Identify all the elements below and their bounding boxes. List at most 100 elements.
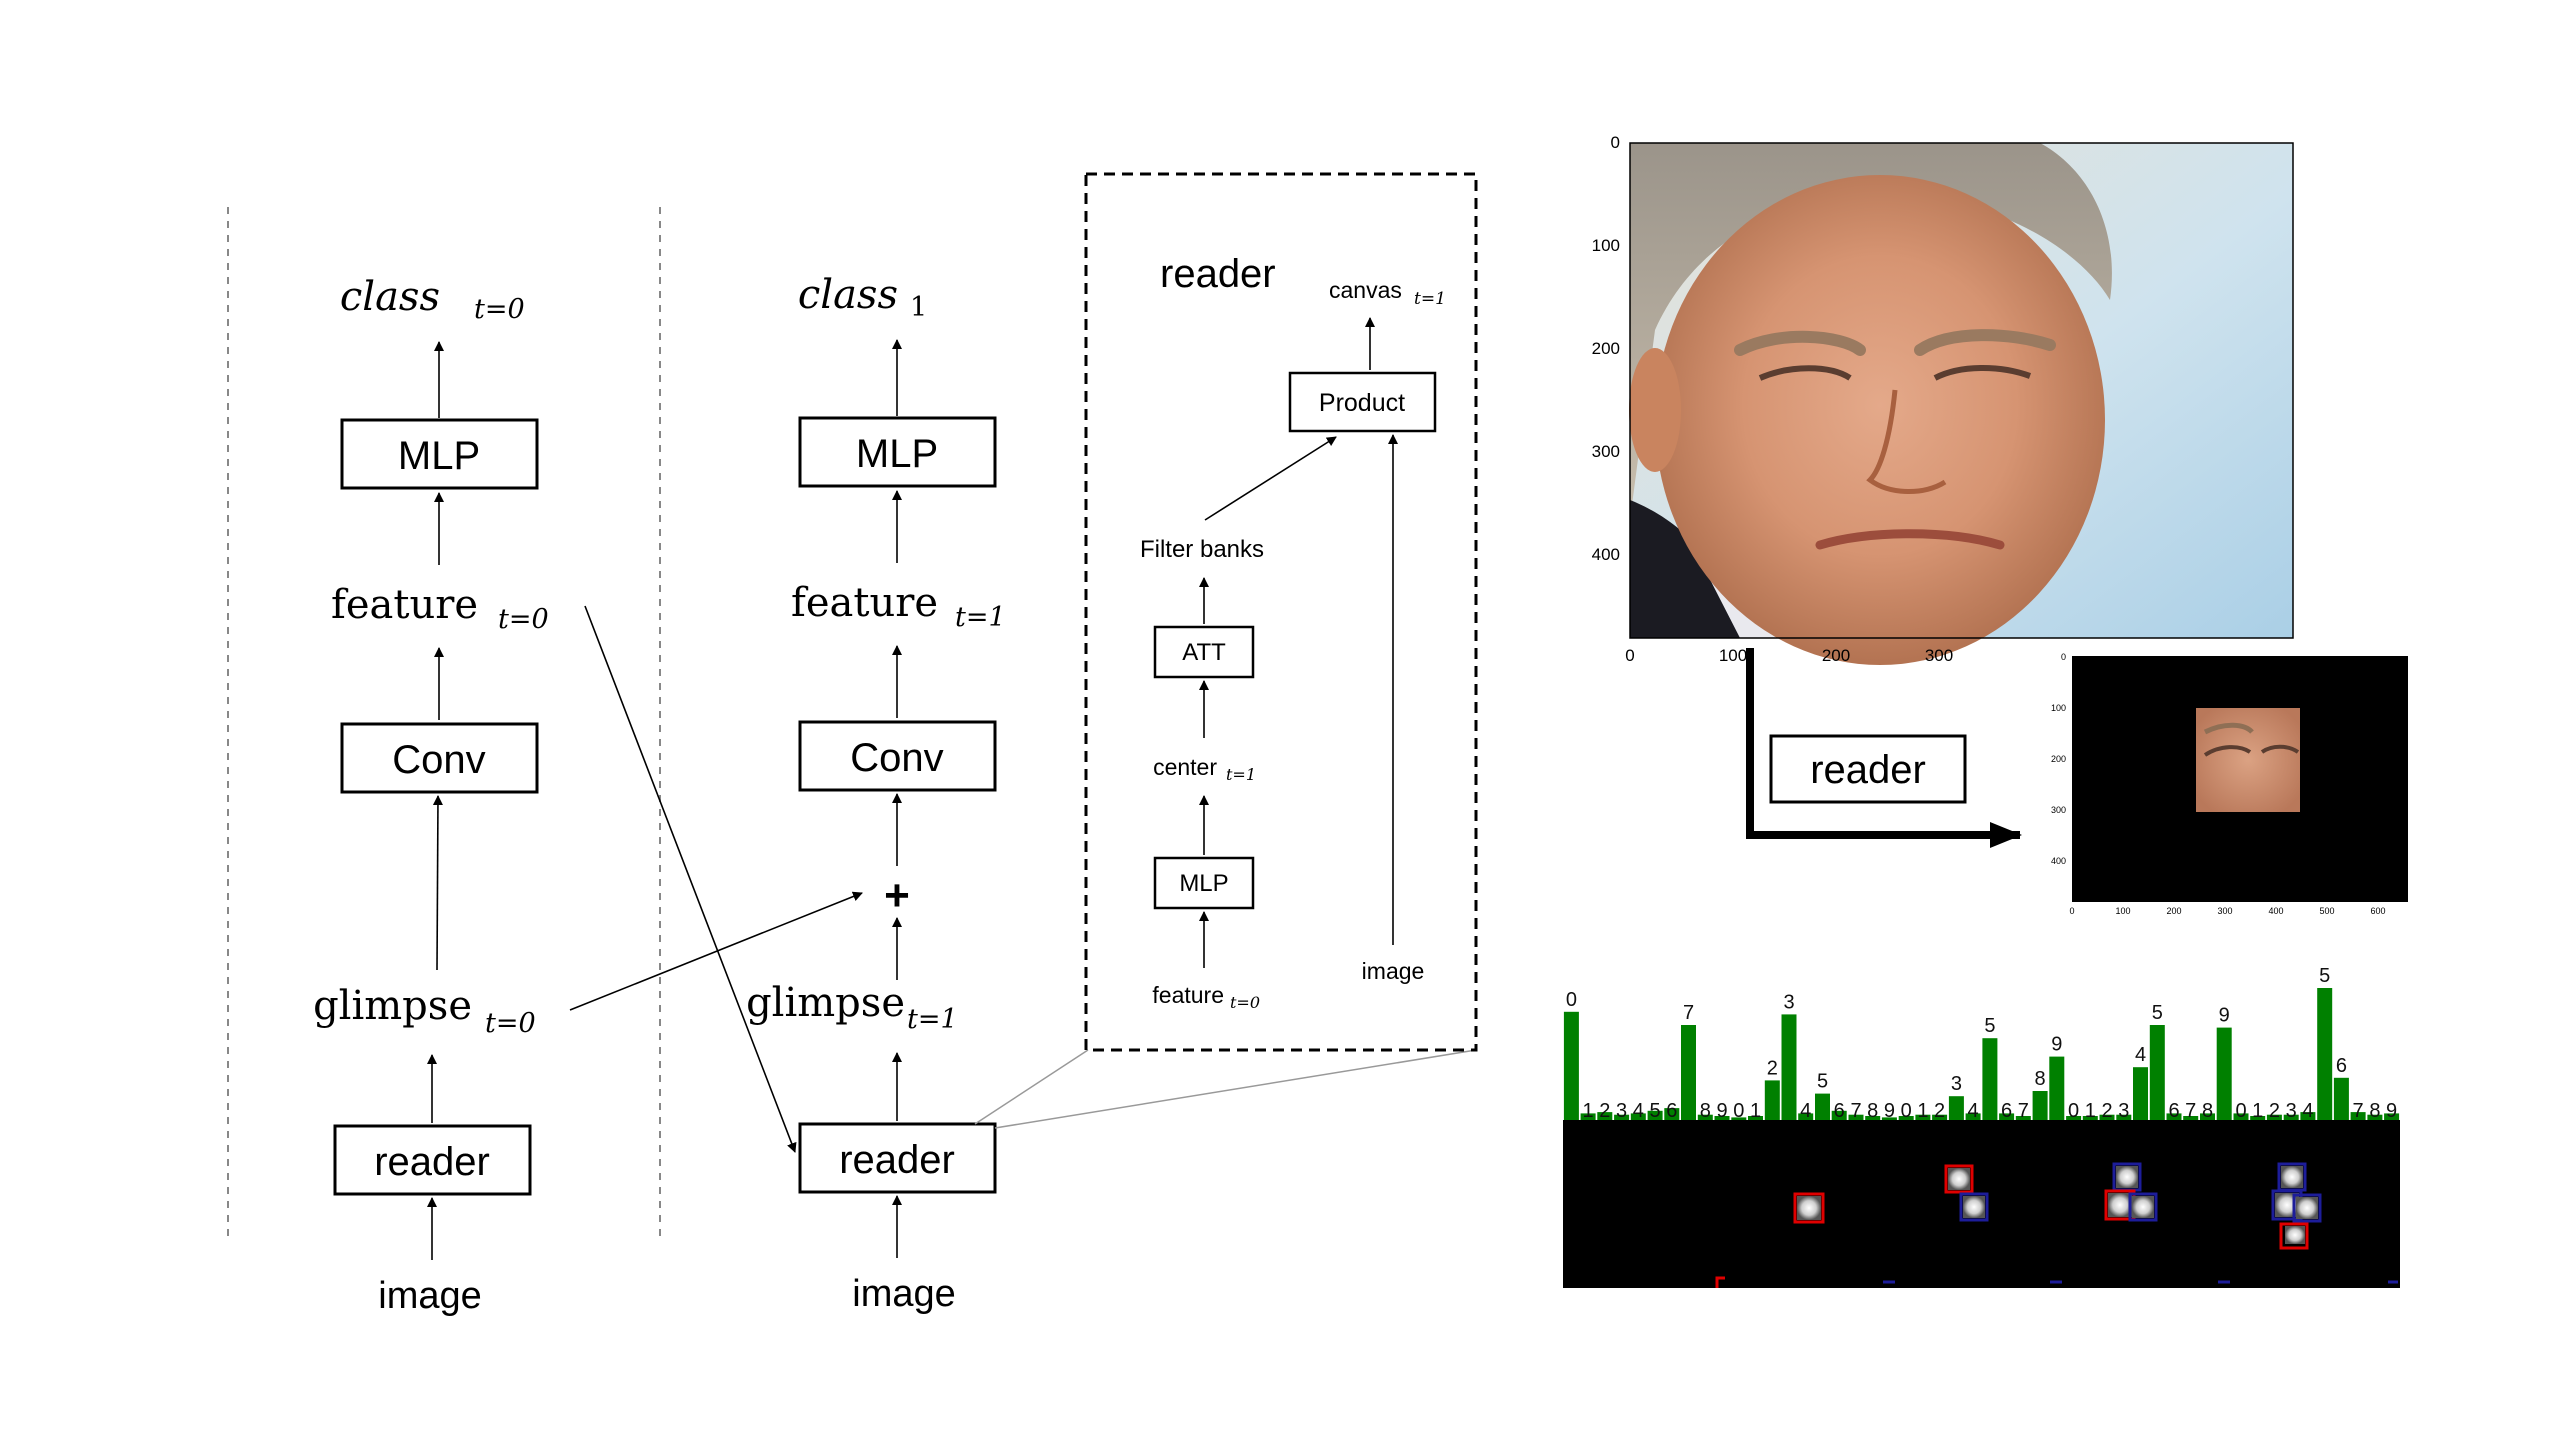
reader-detail-frame bbox=[1084, 172, 1478, 1052]
digit-label: 0 bbox=[2235, 1100, 2246, 1122]
reader-feature-subscript: t=0 bbox=[1230, 993, 1260, 1012]
glimpse-box-red bbox=[1793, 1192, 1825, 1224]
left-glimpse-to-conv-arrow bbox=[432, 795, 443, 971]
left-mlp-box bbox=[340, 418, 539, 490]
digit-label: 9 bbox=[1716, 1100, 1727, 1122]
digit-label: 3 bbox=[1783, 991, 1794, 1013]
digit-label: 5 bbox=[2152, 1002, 2163, 1024]
digit-label: 2 bbox=[1934, 1100, 1945, 1122]
reader-detail: reader canvas t=1 Product Filter banks A… bbox=[1084, 172, 1478, 1052]
digit-bar bbox=[2066, 1116, 2082, 1120]
glimpse-blob bbox=[2116, 1166, 2138, 1188]
digit-label: 7 bbox=[1683, 1002, 1694, 1024]
crop-x-tick: 100 bbox=[2115, 906, 2130, 916]
glimpse-box-red bbox=[2279, 1222, 2309, 1250]
digit-label: 0 bbox=[1566, 989, 1577, 1011]
face-x-tick: 0 bbox=[1625, 646, 1634, 665]
digit-bar bbox=[1681, 1025, 1696, 1120]
reader-transform-label: reader bbox=[1810, 748, 1926, 792]
digit-bar bbox=[1748, 1116, 1763, 1120]
digit-bar bbox=[2300, 1112, 2316, 1120]
digit-bar bbox=[2233, 1113, 2249, 1120]
digit-label: 7 bbox=[2185, 1100, 2196, 1122]
digit-bar bbox=[2133, 1067, 2148, 1120]
digit-bar bbox=[2183, 1116, 2199, 1120]
digit-bar bbox=[1714, 1116, 1730, 1120]
digit-label: 1 bbox=[2252, 1100, 2263, 1122]
middle-feature-label: feature bbox=[791, 580, 938, 626]
face-plot: 0 100 200 300 400 0 100 200 300 bbox=[1592, 133, 2294, 665]
glimpse-blob bbox=[1948, 1168, 1970, 1190]
digit-label: 5 bbox=[1817, 1071, 1828, 1093]
digit-label: 3 bbox=[2118, 1100, 2129, 1122]
glimpse-blob bbox=[2108, 1193, 2132, 1217]
digit-label: 0 bbox=[1901, 1100, 1912, 1122]
digit-label: 2 bbox=[2269, 1100, 2280, 1122]
digit-bar bbox=[1647, 1110, 1663, 1120]
glimpse-blob bbox=[2132, 1196, 2154, 1218]
digit-bar bbox=[2149, 1025, 2165, 1120]
left-conv-label: Conv bbox=[392, 738, 485, 782]
crop-x-tick: 400 bbox=[2268, 906, 2283, 916]
crop-x-tick: 0 bbox=[2069, 906, 2074, 916]
crop-y-tick: 100 bbox=[2051, 703, 2066, 713]
digit-bar bbox=[1932, 1114, 1948, 1120]
glimpse-blob bbox=[1963, 1196, 1985, 1218]
middle-conv-box bbox=[798, 720, 997, 792]
left-mlp-label: MLP bbox=[398, 434, 480, 478]
crop-x-tick: 600 bbox=[2370, 906, 2385, 916]
digit-label: 4 bbox=[2135, 1044, 2146, 1066]
face-y-tick: 300 bbox=[1592, 442, 1620, 461]
digit-label: 8 bbox=[2035, 1068, 2046, 1090]
digit-bar bbox=[2283, 1114, 2299, 1120]
digit-bar bbox=[1982, 1038, 1998, 1120]
digit-label: 2 bbox=[2101, 1100, 2112, 1122]
glimpse-box-blue bbox=[1959, 1192, 1989, 1222]
digit-bar bbox=[1781, 1014, 1797, 1120]
feature-t0-to-reader-arrow bbox=[584, 605, 797, 1153]
crop-x-tick: 500 bbox=[2319, 906, 2334, 916]
digit-label: 1 bbox=[1917, 1100, 1928, 1122]
digit-label: 1 bbox=[1750, 1100, 1761, 1122]
crop-plot: 0 100 200 300 400 0 100 200 300 400 500 … bbox=[2051, 652, 2408, 916]
digit-label: 8 bbox=[1700, 1100, 1711, 1122]
middle-plus-symbol: + bbox=[884, 871, 910, 920]
digit-bar bbox=[1965, 1113, 1981, 1120]
left-glimpse-label: glimpse bbox=[313, 983, 472, 1029]
glimpse-blob bbox=[2296, 1197, 2318, 1219]
face-plot-ticks: 0 100 200 300 400 0 100 200 300 bbox=[1592, 133, 1954, 665]
digit-label: 5 bbox=[1650, 1100, 1661, 1122]
middle-feature-subscript: t=1 bbox=[955, 602, 1006, 633]
crop-x-tick: 300 bbox=[2217, 906, 2232, 916]
digit-label: 2 bbox=[1599, 1100, 1610, 1122]
digit-label: 9 bbox=[2386, 1100, 2397, 1122]
digit-label: 3 bbox=[1616, 1100, 1627, 1122]
digit-label: 7 bbox=[2353, 1100, 2364, 1122]
digit-bar bbox=[2099, 1114, 2115, 1120]
glimpse-box-blue bbox=[2292, 1193, 2322, 1223]
digit-label: 3 bbox=[1951, 1073, 1962, 1095]
digit-bar bbox=[2350, 1112, 2366, 1120]
middle-reader-label: reader bbox=[839, 1138, 955, 1182]
middle-glimpse-label: glimpse bbox=[746, 980, 905, 1026]
face-x-tick: 100 bbox=[1719, 646, 1747, 665]
reader-transform-box bbox=[1769, 734, 1967, 804]
digit-bar bbox=[2367, 1114, 2383, 1120]
digit-bar bbox=[2200, 1113, 2215, 1120]
digit-bar bbox=[1848, 1114, 1864, 1120]
digit-label: 7 bbox=[2018, 1100, 2029, 1122]
reader-filterbanks-label: Filter banks bbox=[1140, 536, 1264, 563]
digit-bar bbox=[2082, 1116, 2098, 1120]
digit-bar bbox=[1764, 1080, 1780, 1120]
reader-mlp-box bbox=[1153, 856, 1255, 910]
digit-label: 6 bbox=[2001, 1100, 2012, 1122]
reader-center-subscript: t=1 bbox=[1226, 765, 1256, 784]
filterbanks-to-product-arrow bbox=[1204, 436, 1337, 521]
middle-image-label: image bbox=[852, 1273, 956, 1315]
left-reader-label: reader bbox=[374, 1140, 490, 1184]
left-glimpse-subscript: t=0 bbox=[485, 1008, 536, 1039]
left-class-label: class bbox=[340, 274, 440, 320]
digit-label: 3 bbox=[2286, 1100, 2297, 1122]
